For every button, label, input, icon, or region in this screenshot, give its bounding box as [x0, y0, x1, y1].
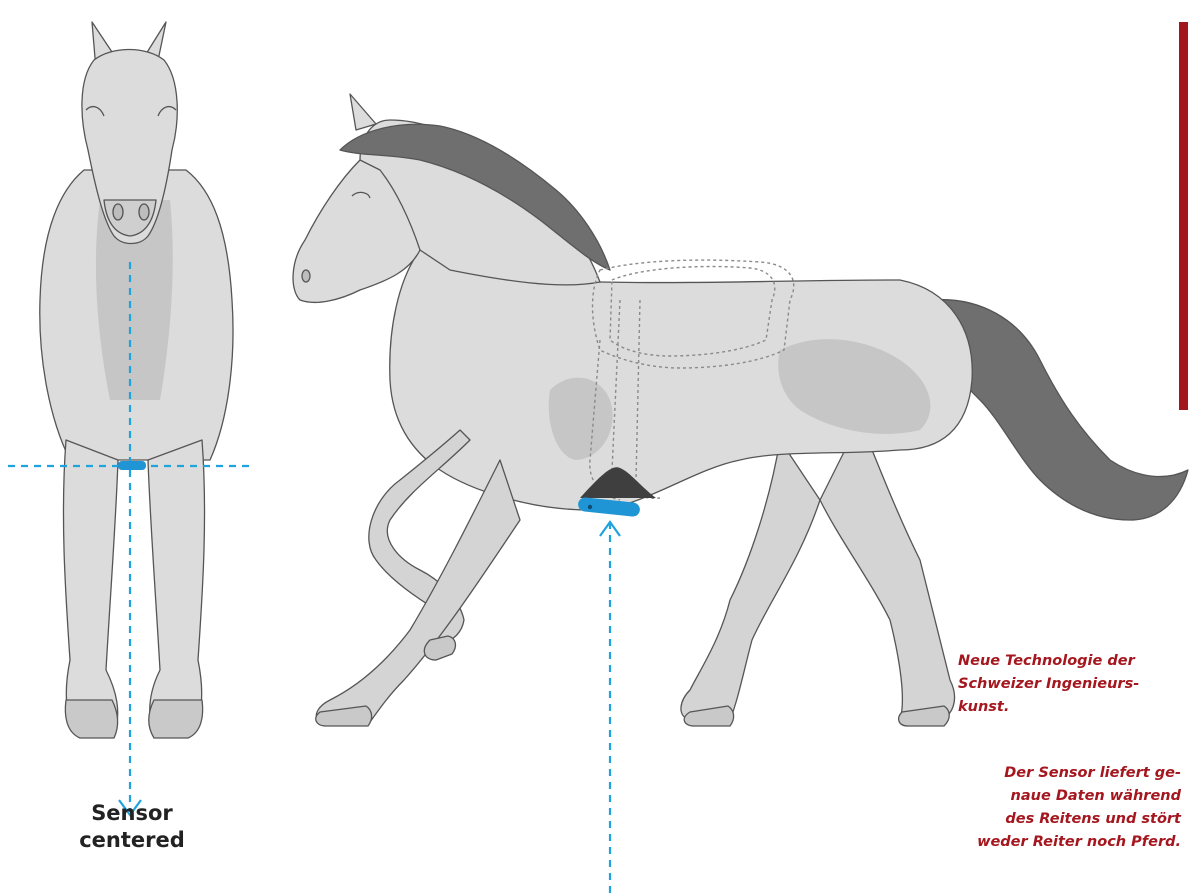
side-view-horse [293, 94, 1188, 726]
caption-1-line-3: kunst. [958, 696, 1173, 719]
sensor-label-line1: Sensor [62, 800, 202, 827]
caption-2-line-1: Der Sensor liefert ge- [911, 762, 1181, 785]
horse-tail [930, 300, 1188, 520]
sensor-led-icon [588, 505, 592, 509]
caption-sensor-data: Der Sensor liefert ge- naue Daten währen… [911, 762, 1181, 854]
caption-1-line-1: Neue Technologie der [958, 650, 1173, 673]
front-sensor-device [118, 461, 146, 470]
caption-1-line-2: Schweizer Ingenieurs- [958, 673, 1173, 696]
sensor-centered-label: Sensor centered [62, 800, 202, 854]
caption-technology: Neue Technologie der Schweizer Ingenieur… [958, 650, 1173, 719]
sensor-label-line2: centered [62, 827, 202, 854]
caption-2-line-2: naue Daten während [911, 785, 1181, 808]
front-view-horse [40, 22, 233, 738]
caption-2-line-4: weder Reiter noch Pferd. [911, 831, 1181, 854]
accent-bar [1179, 22, 1188, 410]
caption-2-line-3: des Reitens und stört [911, 808, 1181, 831]
